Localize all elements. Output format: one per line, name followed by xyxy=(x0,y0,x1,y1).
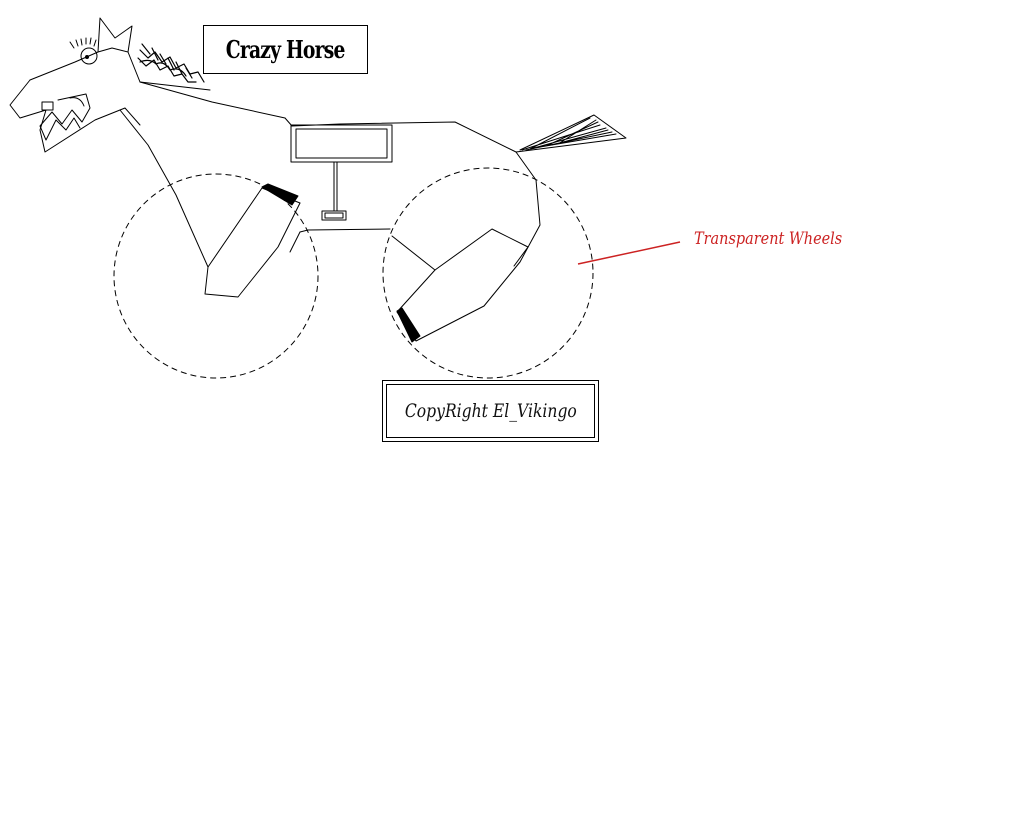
page-title: Crazy Horse xyxy=(226,35,346,64)
horse-head-top xyxy=(29,17,141,83)
front-leg-upper xyxy=(119,109,301,298)
horse-tail xyxy=(515,114,627,153)
horse-belly xyxy=(299,228,391,233)
horse-mane xyxy=(137,43,205,83)
rear-leg-inner xyxy=(434,228,529,271)
horse-head xyxy=(9,79,141,153)
rear-wheel xyxy=(382,167,594,379)
horse-eye xyxy=(80,47,98,65)
copyright-label: CopyRight El_Vikingo xyxy=(404,400,577,422)
annotation-label: Transparent Wheels xyxy=(694,229,843,249)
horse-back xyxy=(284,117,517,153)
saddle-inner xyxy=(295,128,388,159)
horse-forehead xyxy=(97,47,129,53)
horse-teeth xyxy=(39,93,91,141)
annotation-pointer-line xyxy=(577,241,681,265)
copyright-inner-box: CopyRight El_Vikingo xyxy=(386,384,595,438)
saddle-outer xyxy=(290,124,393,163)
horse-eyelashes xyxy=(69,37,97,49)
rear-hoof xyxy=(396,307,421,343)
copyright-box: CopyRight El_Vikingo xyxy=(382,380,599,442)
horse-neck-front xyxy=(139,81,211,91)
front-hoof xyxy=(261,183,299,206)
title-box: Crazy Horse xyxy=(203,25,368,74)
pedal xyxy=(321,210,347,221)
rear-body xyxy=(391,151,541,342)
horse-neck-top xyxy=(139,81,286,119)
front-wheel xyxy=(113,173,319,379)
horse-nostril xyxy=(41,101,54,111)
